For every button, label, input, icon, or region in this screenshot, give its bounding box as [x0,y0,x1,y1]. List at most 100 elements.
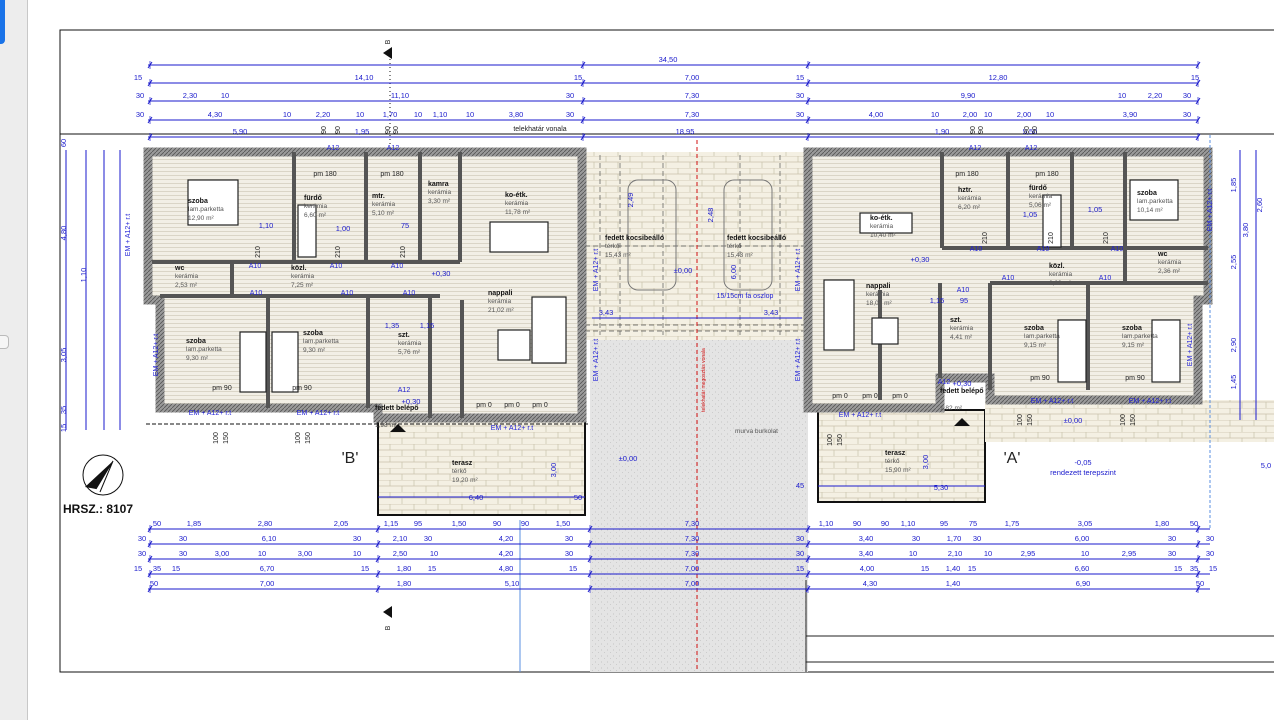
dimension-label: 15 [59,424,68,432]
room-material: lam.parketta [1137,198,1173,205]
dimension-label: 15 [1191,73,1199,82]
dimension-label: 75 [401,221,409,230]
dimension-label: 6,00 [1075,534,1090,543]
room-material: kerámia [428,189,452,196]
unit-b-partitions [152,152,464,418]
dimension-label: 1,45 [1229,375,1238,390]
dimension-label: 5,50 [1023,127,1038,136]
door-tag: A10 [249,263,262,270]
level-label: +0,30 [432,269,451,278]
dimension-label: 2,10 [393,534,408,543]
dimension-label: 7,30 [685,519,700,528]
dimension-label: 30 [136,110,144,119]
dimension-label: 2,20 [316,110,331,119]
room-name: ko-étk. [505,192,528,199]
room-material: lam.parketta [303,338,339,345]
room-name: szoba [186,338,206,345]
room-name: szt. [950,317,962,324]
dimension-label: 2,00 [1017,110,1032,119]
level-label: ±0,00 [1064,416,1083,425]
dimension-label: 4,00 [860,564,875,573]
door-tag: A10 [957,287,970,294]
sill-height-label: pm 180 [380,171,403,178]
room-name: wc [1157,251,1167,258]
room-material: kerámia [175,273,199,280]
dimension-label: 10 [356,110,364,119]
room-name: fedett kocsibeálló [605,235,664,242]
dimension-label: 15 [134,73,142,82]
dimension-label: 95 [940,519,948,528]
lintel-label: 90 [970,126,977,134]
boundary-label: telekhatár megosztás vonala [701,348,707,412]
room-name: terasz [452,460,473,467]
dimension-label: 1,15 [930,296,945,305]
dimension-label: 6,10 [262,534,277,543]
window-tag: EM + A12+ r.t [1031,398,1073,405]
dimension-label: 1,10 [819,519,834,528]
dimension-label: 75 [969,519,977,528]
window-tag: A12 [398,387,411,394]
sill-height-label: pm 0 [862,393,878,400]
room-area: 1,82 m² [940,405,963,412]
window-tag: EM + A12+ r.t [1207,189,1214,231]
level-label: ±0,00 [619,454,638,463]
room-area: 21,02 m² [488,307,514,314]
dimension-label: 50 [150,579,158,588]
side-panel-collapse-handle[interactable] [0,335,9,349]
paving-a [985,400,1274,442]
window-tag: EM + A12+ r.t [1129,398,1171,405]
dimension-label: 10 [1118,91,1126,100]
door-tag: A10 [391,263,404,270]
dimension-label: 30 [565,549,573,558]
room-area: 10,14 m² [1137,207,1163,214]
sill-height-label: pm 90 [1125,375,1145,382]
dimension-label: 3,00 [215,549,230,558]
room-material: kerámia [304,203,328,210]
section-mark-label: B [385,39,392,44]
room-area: 15,43 m² [727,252,753,259]
dimension-label: 1,90 [935,127,950,136]
dimension-label: 7,00 [685,73,700,82]
lintel-label: 90 [385,126,392,134]
sill-label: 150 [837,434,844,446]
entrance-arrow-icon [390,424,406,432]
dimension-label: 2,48 [706,208,715,223]
window-tag: EM + A12+ r.t [795,249,802,291]
viewer-side-panel [0,0,28,720]
dimension-label: 15 [569,564,577,573]
dimension-label: 3,80 [1241,223,1250,238]
side-panel-tab[interactable] [0,0,5,44]
sill-height-label: pm 180 [955,171,978,178]
window-tag: EM + A12+ r.t [153,334,160,376]
dimension-label: 1,40 [946,579,961,588]
dimension-label: 2,30 [183,91,198,100]
dimension-label: 15 [968,564,976,573]
dimension-label: 30 [796,110,804,119]
room-area: 9,30 m² [303,347,326,354]
dimension-label: 5,30 [934,483,949,492]
dimension-label: 1,95 [355,127,370,136]
dimension-label: 30 [179,534,187,543]
dimension-label: 90 [493,519,501,528]
parcel-number: HRSZ.: 8107 [63,502,133,516]
room-material: kerámia [488,298,512,305]
room-name: nappali [488,290,513,297]
dimension-label: 6,70 [260,564,275,573]
dimension-label: 15 [361,564,369,573]
dimension-label: 1,85 [1229,178,1238,193]
dimension-label: 3,90 [1123,110,1138,119]
dimension-label: 1,35 [385,321,400,330]
room-area: 5,06 m² [1029,202,1052,209]
dimension-label: 3,00 [921,455,930,470]
door-height-label: 210 [1048,232,1055,244]
room-area: 5,10 m² [372,210,395,217]
room-area: 5,76 m² [398,349,421,356]
room-name: hztr. [958,187,972,194]
room-material: lam.parketta [1024,333,1060,340]
dimension-label: 3,05 [1078,519,1093,528]
door-height-label: 210 [1103,232,1110,244]
room-name: nappali [866,283,891,290]
dimension-label: 50 [153,519,161,528]
room-area: 9,30 m² [186,355,209,362]
